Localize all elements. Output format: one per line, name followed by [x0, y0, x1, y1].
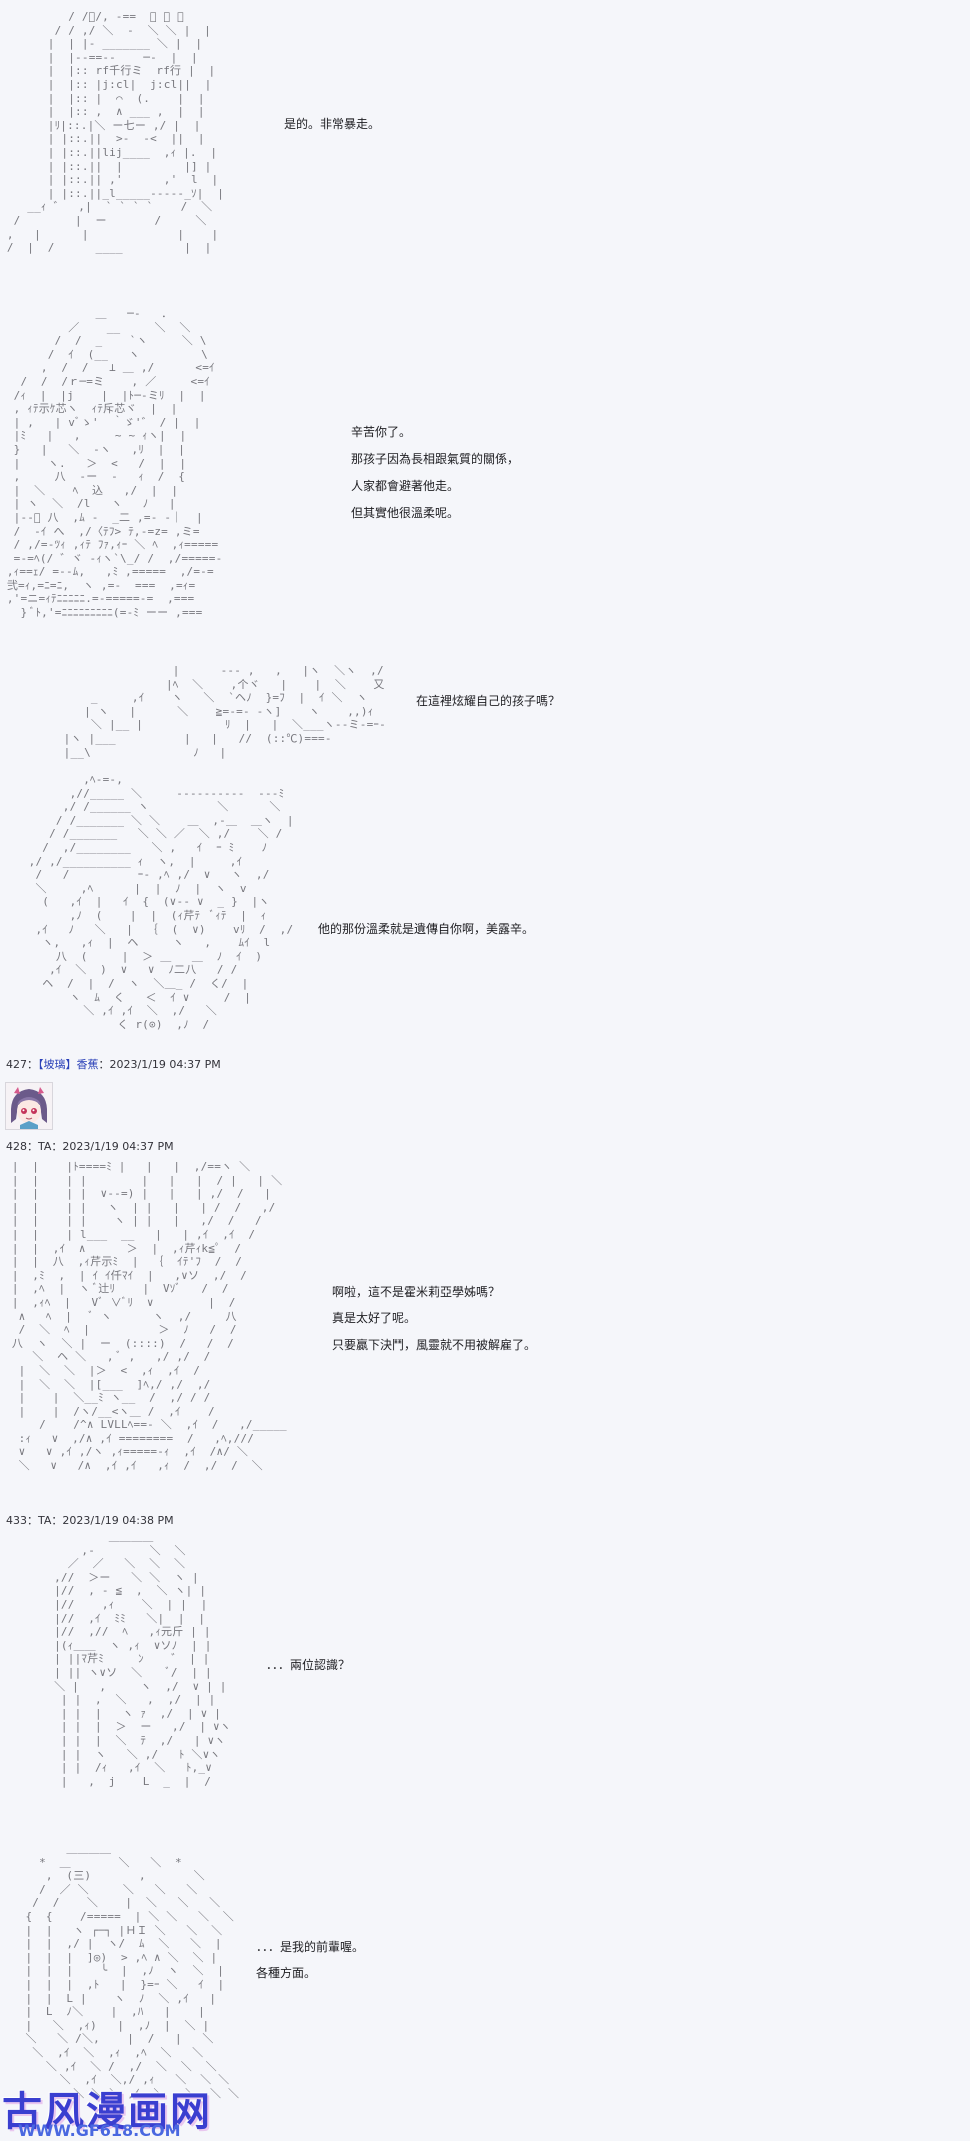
post-number: 433	[6, 1514, 27, 1527]
dialogue-line: 真是太好了呢。	[332, 1311, 417, 1325]
ascii-art-panel-7: ＿＿＿＿ * ＿ ＼ ＼ * , (三) , ＼ / ／ ＼ ＼ ＼ ＼ / /…	[25, 1842, 240, 2100]
post-timestamp: 2023/1/19 04:37 PM	[109, 1058, 221, 1071]
avatar-image	[6, 1083, 52, 1129]
ascii-art-panel-3: | --- , , |ヽ ＼ヽ ,/ |ﾍ ＼ ,个ヾ | | ＼ 又 _ ,ｲ…	[63, 664, 386, 759]
dialogue-line: 辛苦你了。	[351, 425, 412, 439]
ascii-art-panel-2: ＿ ─- ． ／ __ ＼ ＼ / / _ `ヽ ＼ \ / ｲ (__ ヽ \…	[6, 307, 223, 620]
dialogue-line: ．．．是我的前輩喔。	[256, 1940, 365, 1954]
dialogue-line: 人家都會避著他走。	[351, 479, 460, 493]
post-separator: ：	[27, 1140, 38, 1153]
avatar	[5, 1082, 53, 1130]
post-header-427: 427：【坡璃】香蕉：2023/1/19 04:37 PM	[6, 1056, 221, 1072]
ascii-art-panel-4: ,ﾍ-=-, ,//_____ ＼ ---------- ---ﾐ ,/ /__…	[28, 773, 294, 1031]
dialogue-line: 只要贏下決鬥，風靈就不用被解雇了。	[332, 1338, 537, 1352]
ascii-art-panel-6: ＿＿＿＿ ,- ＼ ＼ ／ ／ ＼ ＼ ＼ ,// ＞ー ＼ ＼ ヽ | |//…	[54, 1530, 231, 1788]
dialogue-line: 在這裡炫耀自己的孩子嗎？	[416, 694, 561, 708]
dialogue-line: 是的。非常暴走。	[284, 117, 381, 131]
post-separator: ：	[51, 1140, 63, 1153]
post-header-428: 428：TA：2023/1/19 04:37 PM	[6, 1138, 174, 1154]
post-author: TA	[38, 1514, 52, 1527]
dialogue-line: 啊啦，這不是霍米莉亞學姊嗎？	[332, 1285, 501, 1299]
watermark-title: 古风漫画网	[2, 2089, 212, 2135]
ascii-art-panel-1: / /ﾞ/, -== ＼ ＼ ＼ / / ,/ ＼ - ＼ ＼ | | | | …	[6, 10, 225, 255]
post-separator: ：	[98, 1058, 110, 1071]
dialogue-line: ．．．兩位認識？	[266, 1658, 351, 1672]
post-timestamp: 2023/1/19 04:38 PM	[62, 1514, 174, 1527]
dialogue-line: 各種方面。	[256, 1966, 317, 1980]
post-separator: ：	[27, 1514, 38, 1527]
ascii-art-panel-5: | | |ﾄ====ﾐ | | | ,/==ヽ ＼ | | | | | | | …	[11, 1160, 287, 1473]
post-header-433: 433：TA：2023/1/19 04:38 PM	[6, 1512, 174, 1528]
post-author[interactable]: 【坡璃】香蕉	[38, 1058, 99, 1071]
post-number: 428	[6, 1140, 27, 1153]
post-author: TA	[38, 1140, 52, 1153]
dialogue-line: 但其實他很溫柔呢。	[351, 506, 460, 520]
post-separator: ：	[27, 1058, 38, 1071]
dialogue-line: 他的那份溫柔就是遺傳自你啊，美露辛。	[318, 922, 535, 936]
watermark-url: WWW.GF618.COM	[18, 2121, 181, 2140]
post-separator: ：	[51, 1514, 63, 1527]
post-timestamp: 2023/1/19 04:37 PM	[62, 1140, 174, 1153]
dialogue-line: 那孩子因為長相跟氣質的關係，	[351, 452, 520, 466]
post-number: 427	[6, 1058, 27, 1071]
